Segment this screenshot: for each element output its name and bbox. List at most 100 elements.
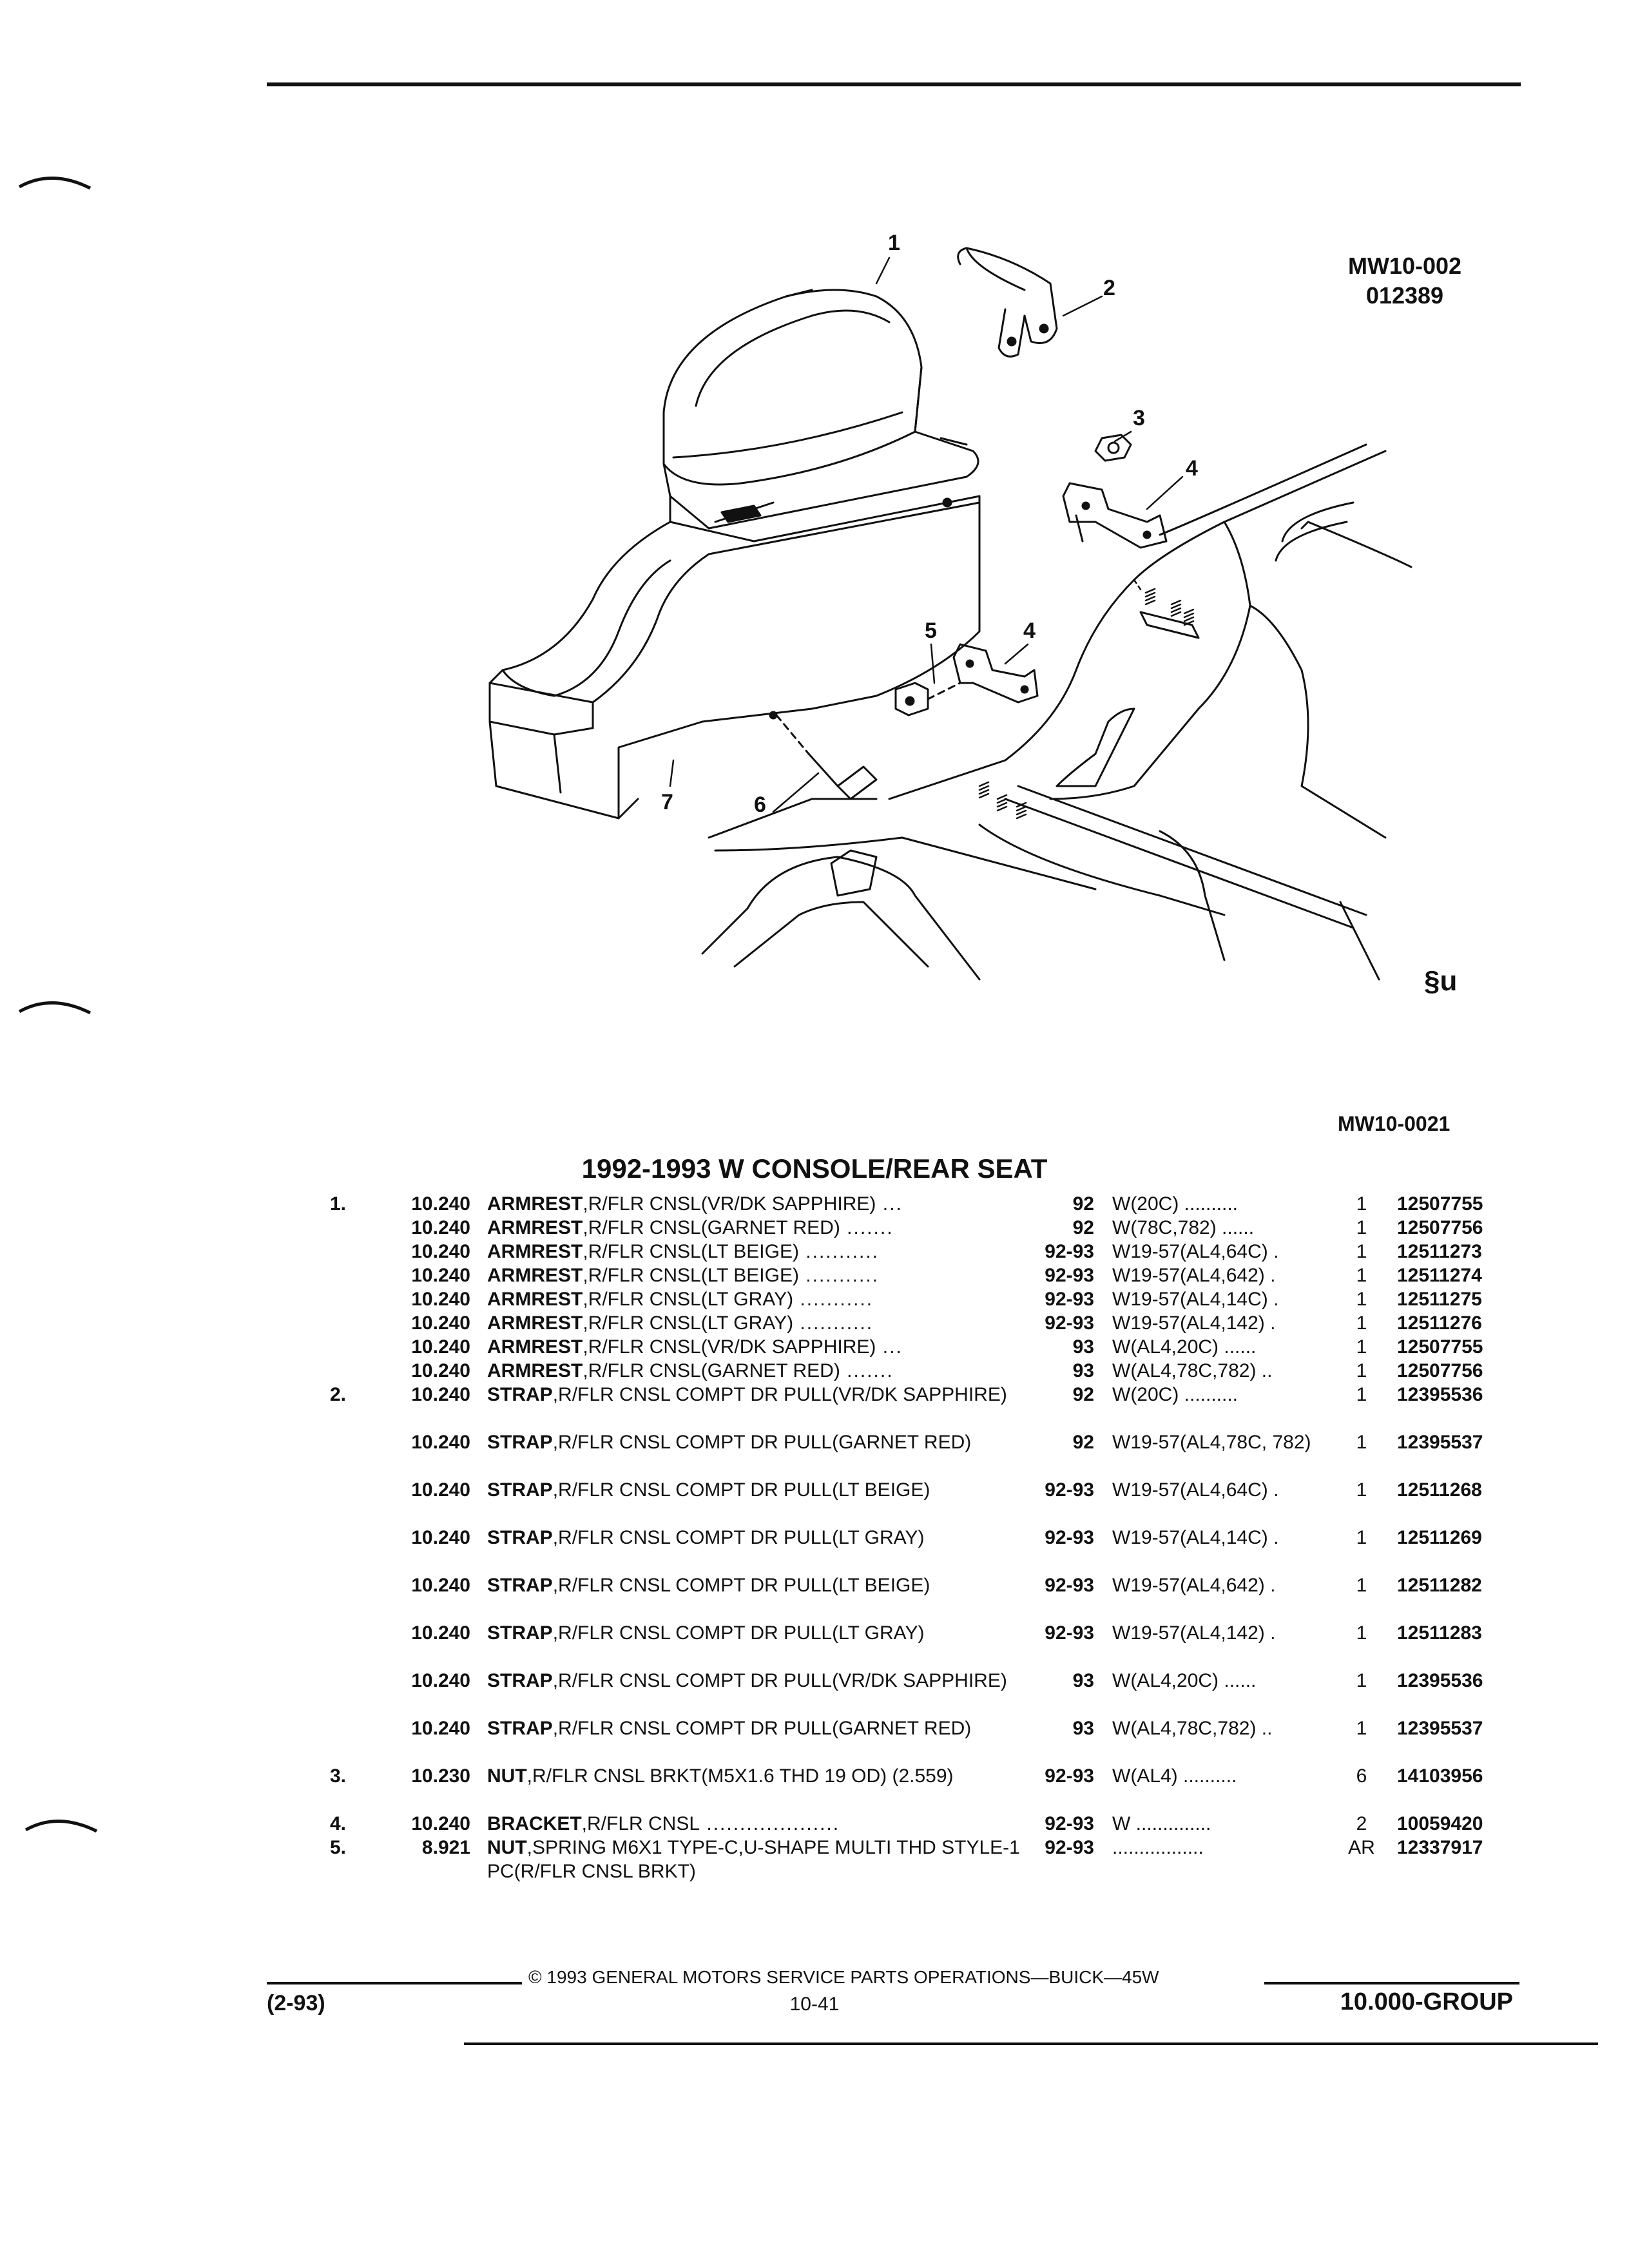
part-description: ARMREST,R/FLR CNSL(LT BEIGE) ...........: [487, 1240, 1022, 1264]
part-detail: ,R/FLR CNSL(VR/DK SAPPHIRE): [583, 1193, 876, 1215]
quantity: 1: [1356, 1336, 1367, 1358]
application: W19-57(AL4,142) .: [1112, 1312, 1276, 1334]
quantity: 2: [1356, 1813, 1367, 1834]
part-detail: ,R/FLR CNSL(LT BEIGE): [583, 1265, 799, 1286]
part-name: NUT: [487, 1837, 527, 1858]
callout-4-upper: 4: [1186, 456, 1198, 481]
item-number: 4.: [330, 1813, 347, 1834]
model-year: 92: [1072, 1432, 1094, 1453]
part-description: STRAP,R/FLR CNSL COMPT DR PULL(GARNET RE…: [487, 1716, 1022, 1740]
part-detail: ,R/FLR CNSL(LT BEIGE): [583, 1241, 799, 1262]
part-description: STRAP,R/FLR CNSL COMPT DR PULL(LT BEIGE): [487, 1478, 1022, 1502]
quantity: 1: [1356, 1360, 1367, 1381]
top-rule: [267, 82, 1521, 86]
quantity: AR: [1348, 1837, 1375, 1858]
model-year: 93: [1072, 1718, 1094, 1739]
part-description: NUT,R/FLR CNSL BRKT(M5X1.6 THD 19 OD) (2…: [487, 1764, 1022, 1788]
bracket-upper: [1062, 482, 1168, 549]
model-year: 93: [1072, 1336, 1094, 1358]
spring-nut: [894, 682, 929, 716]
quantity: 1: [1356, 1217, 1367, 1238]
application: W(AL4) ..........: [1112, 1765, 1237, 1787]
part-name: STRAP: [487, 1622, 553, 1644]
part-detail: ,R/FLR CNSL COMPT DR PULL(LT GRAY): [552, 1622, 925, 1644]
part-detail: ,R/FLR CNSL COMPT DR PULL(LT GRAY): [552, 1527, 925, 1548]
part-name: ARMREST: [487, 1360, 583, 1381]
model-year: 92-93: [1045, 1265, 1094, 1286]
part-description: STRAP,R/FLR CNSL COMPT DR PULL(LT BEIGE): [487, 1573, 1022, 1597]
part-detail: ,R/FLR CNSL COMPT DR PULL(LT BEIGE): [552, 1479, 930, 1501]
quantity: 1: [1356, 1265, 1367, 1286]
model-year: 92: [1072, 1193, 1094, 1215]
part-name: STRAP: [487, 1670, 553, 1691]
part-description: STRAP,R/FLR CNSL COMPT DR PULL(LT GRAY): [487, 1621, 1022, 1645]
callout-2: 2: [1103, 276, 1115, 300]
part-name: ARMREST: [487, 1336, 583, 1358]
part-number: 12507755: [1397, 1336, 1483, 1358]
part-name: NUT: [487, 1765, 527, 1787]
group-number: 10.240: [411, 1527, 470, 1548]
part-description: STRAP,R/FLR CNSL COMPT DR PULL(VR/DK SAP…: [487, 1669, 1022, 1693]
part-number: 12511283: [1397, 1622, 1482, 1644]
group-number: 10.240: [411, 1670, 470, 1691]
leader-lines: [669, 256, 1184, 813]
part-number: 12395536: [1397, 1670, 1483, 1691]
group-number: 10.240: [411, 1432, 470, 1453]
callout-1: 1: [888, 231, 900, 255]
floor-pan: [701, 443, 1412, 981]
part-detail: ,R/FLR CNSL(GARNET RED): [583, 1360, 840, 1381]
application: W19-57(AL4,64C) .: [1112, 1479, 1279, 1501]
quantity: 1: [1356, 1718, 1367, 1739]
part-description: ARMREST,R/FLR CNSL(GARNET RED) .......: [487, 1216, 1022, 1240]
part-detail: ,R/FLR CNSL BRKT(M5X1.6 THD 19 OD) (2.55…: [526, 1765, 954, 1787]
item-number: 1.: [330, 1193, 347, 1215]
part-detail: ,R/FLR CNSL COMPT DR PULL(GARNET RED): [552, 1432, 972, 1453]
part-detail: ,R/FLR CNSL: [581, 1813, 700, 1834]
part-detail: ,R/FLR CNSL COMPT DR PULL(VR/DK SAPPHIRE…: [552, 1670, 1007, 1691]
leader-dots: ...........: [793, 1312, 874, 1334]
part-detail: ,SPRING M6X1 TYPE-C,U-SHAPE MULTI THD ST…: [487, 1837, 1020, 1882]
part-name: ARMREST: [487, 1217, 583, 1238]
model-year: 92: [1072, 1384, 1094, 1405]
part-description: NUT,SPRING M6X1 TYPE-C,U-SHAPE MULTI THD…: [487, 1836, 1022, 1883]
figure-code-line2: 012389: [1365, 282, 1444, 309]
leader-dots: ....................: [700, 1813, 840, 1834]
part-description: ARMREST,R/FLR CNSL(GARNET RED) .......: [487, 1359, 1022, 1383]
quantity: 1: [1356, 1241, 1367, 1262]
part-name: ARMREST: [487, 1312, 583, 1334]
group-number: 10.240: [411, 1718, 470, 1739]
application: W(20C) ..........: [1112, 1384, 1239, 1405]
part-number: 12395537: [1397, 1718, 1483, 1739]
leader-dots: ...: [876, 1336, 903, 1358]
footer-rule-left: [267, 1982, 522, 1984]
part-number: 12395536: [1397, 1384, 1483, 1405]
quantity: 1: [1356, 1527, 1367, 1548]
part-name: STRAP: [487, 1479, 553, 1501]
model-year: 92-93: [1045, 1479, 1094, 1501]
screw: [769, 711, 878, 800]
model-year: 92-93: [1045, 1765, 1094, 1787]
leader-dots: ...: [876, 1193, 903, 1215]
console-body: [488, 430, 981, 820]
model-year: 92-93: [1045, 1241, 1094, 1262]
item-number: 2.: [330, 1384, 347, 1405]
model-year: 92-93: [1045, 1575, 1094, 1596]
part-description: ARMREST,R/FLR CNSL(VR/DK SAPPHIRE) ...: [487, 1192, 1022, 1216]
part-description: ARMREST,R/FLR CNSL(VR/DK SAPPHIRE) ...: [487, 1335, 1022, 1359]
part-description: STRAP,R/FLR CNSL COMPT DR PULL(GARNET RE…: [487, 1430, 1022, 1454]
callout-3: 3: [1133, 406, 1145, 430]
part-detail: ,R/FLR CNSL(VR/DK SAPPHIRE): [583, 1336, 876, 1358]
group-number: 10.240: [411, 1217, 470, 1238]
footer-copyright: © 1993 GENERAL MOTORS SERVICE PARTS OPER…: [528, 1967, 1159, 1987]
application: W ..............: [1112, 1813, 1211, 1834]
